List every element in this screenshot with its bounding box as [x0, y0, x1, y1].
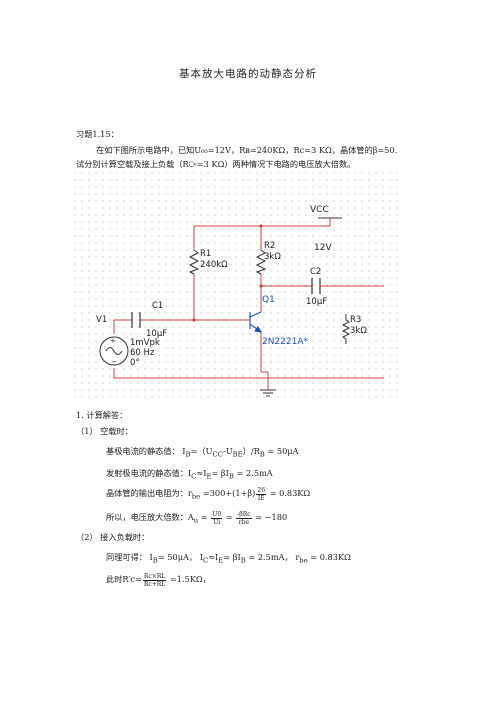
q1-name: Q1: [262, 295, 275, 305]
v1-minus-sign: −: [111, 358, 117, 366]
r1-value: 240kΩ: [200, 260, 228, 270]
r1-resistor: [188, 249, 200, 275]
vcc-value: 12V: [314, 243, 332, 253]
v1-frequency: 60 Hz: [130, 348, 155, 358]
c2-name: C2: [310, 267, 321, 277]
junction-dots: [192, 224, 263, 322]
v1-name: V1: [96, 315, 107, 325]
r1-name: R1: [200, 249, 211, 259]
v1-plus-sign: +: [110, 337, 116, 345]
ib-formula: 基极电流的静态值： IB=（UCC-UBE）/RB = 50μA: [106, 446, 299, 459]
grid-background: [74, 172, 400, 398]
solution-heading: 1. 计算解答：: [76, 410, 128, 420]
vcc-label: VCC: [310, 205, 329, 215]
case1-label: （1） 空载时：: [76, 426, 133, 436]
c1-value: 10μF: [146, 329, 167, 339]
c1-name: C1: [152, 301, 163, 311]
same-values-line: 同理可得： IB= 50μA， IC≈IE= βIB = 2.5mA， rbe …: [106, 552, 351, 565]
circuit-diagram: VCC 12V R1 240kΩ R2 3kΩ C2 10μF C1 10μF …: [74, 172, 400, 398]
page-title: 基本放大电路的动静态分析: [179, 68, 317, 80]
exercise-label: 习题1.15：: [76, 129, 119, 139]
ic-formula: 发射极电流的静态值：IC≈IE= βIB = 2.5mA: [106, 468, 273, 481]
r2-value: 3kΩ: [264, 252, 281, 262]
case2-label: （2） 接入负载时：: [76, 532, 150, 542]
q1-transistor: [249, 311, 263, 333]
q1-model: 2N2221A*: [262, 337, 309, 347]
problem-line-2: 试分别计算空载及接上负载（R⧂=3 KΩ）两种情况下电路的电压放大倍数。: [76, 159, 356, 169]
r2-name: R2: [264, 241, 275, 251]
ground-icon: [260, 389, 276, 397]
r3-resistor: [341, 319, 351, 340]
r3-value: 3kΩ: [350, 326, 367, 336]
v1-amplitude: 1mVpk: [130, 338, 160, 348]
problem-line-1: 在如下图所示电路中，已知U₀₀=12V，Rʙ=240KΩ，Rc=3 KΩ，晶体管…: [96, 145, 398, 155]
sine-wave-icon: [105, 347, 123, 355]
r2-resistor: [255, 249, 267, 275]
c2-value: 10μF: [306, 297, 327, 307]
r3-name: R3: [350, 315, 361, 325]
v1-phase: 0°: [130, 358, 140, 368]
